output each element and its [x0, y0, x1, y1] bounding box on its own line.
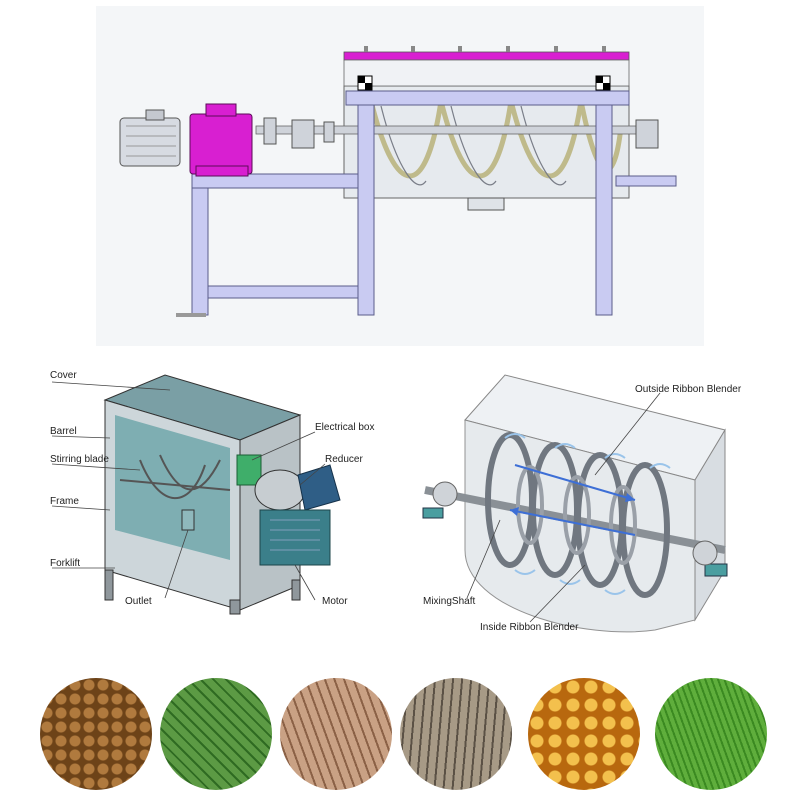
corn-kernels-icon [528, 678, 640, 790]
motor-shape [259, 509, 331, 566]
label-reducer: Reducer [325, 454, 363, 465]
tan-pellets-icon [280, 678, 392, 790]
label-mixing-shaft: MixingShaft [423, 596, 476, 607]
lift-lugs [357, 75, 611, 91]
outlet [467, 197, 505, 211]
label-barrel: Barrel [50, 426, 77, 437]
machine-elevation-drawing [96, 6, 704, 346]
brown-pellets-icon [40, 678, 152, 790]
label-outside-ribbon: Outside Ribbon Blender [635, 384, 742, 395]
motor [119, 109, 181, 167]
support-frame [191, 90, 677, 316]
label-outlet: Outlet [125, 596, 152, 607]
label-electrical-box: Electrical box [315, 422, 375, 433]
reducer [189, 103, 253, 177]
label-forklift: Forklift [50, 558, 80, 569]
cover-bar [343, 51, 630, 61]
label-inside-ribbon: Inside Ribbon Blender [480, 622, 579, 633]
gray-pellets-icon [400, 678, 512, 790]
ribbon-blender-cutaway: Outside Ribbon Blender MixingShaft Insid… [405, 360, 770, 650]
label-stirring-blade: Stirring blade [50, 454, 109, 465]
green-pellets-icon [160, 678, 272, 790]
label-cover: Cover [50, 370, 77, 381]
label-frame: Frame [50, 496, 79, 507]
electrical-box-shape [236, 454, 262, 486]
labeled-mixer-diagram: Cover Barrel Stirring blade Frame Forkli… [30, 360, 400, 620]
label-motor: Motor [322, 596, 348, 607]
grass-icon [655, 678, 767, 790]
